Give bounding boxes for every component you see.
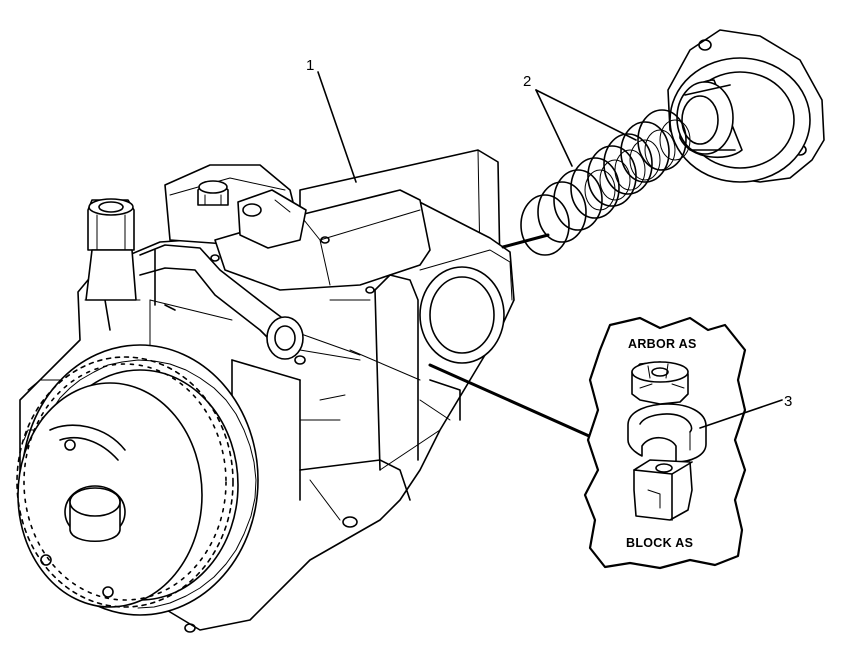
drive-gear	[16, 344, 259, 616]
callout-1: 1	[306, 57, 314, 74]
spring-leader-a	[535, 89, 573, 167]
detail-leader-line	[428, 363, 600, 442]
top-bolt	[197, 180, 229, 206]
block-label: BLOCK AS	[626, 536, 693, 550]
block-assembly	[633, 459, 693, 521]
inlet-fitting	[85, 198, 137, 301]
callout-2: 2	[523, 73, 531, 90]
spring-leader-b	[535, 89, 637, 141]
callout-3: 3	[784, 393, 792, 410]
spring-assembly-line	[501, 233, 550, 249]
arbor-label: ARBOR AS	[628, 337, 697, 351]
detail-balloon	[583, 316, 747, 570]
ring-insert	[627, 403, 707, 463]
oil-tube	[139, 244, 304, 360]
spring-cap	[667, 29, 825, 183]
arbor-assembly	[631, 361, 689, 405]
insert-leader	[699, 399, 783, 429]
inner-spring	[584, 119, 691, 211]
governor-lever	[237, 189, 307, 249]
pump-leader	[317, 71, 357, 183]
